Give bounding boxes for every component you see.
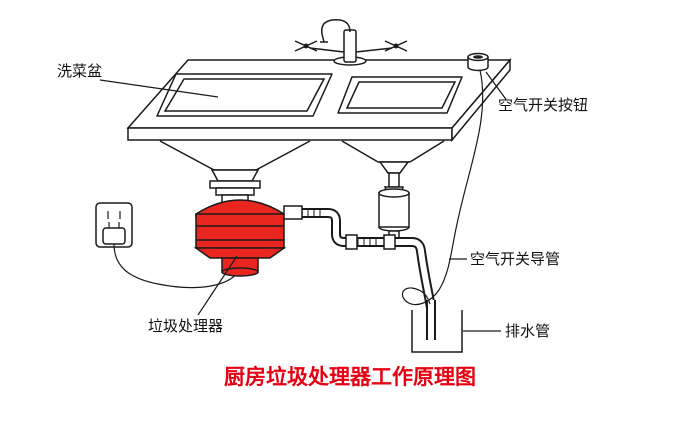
garbage-disposer: [193, 199, 303, 277]
trap-body: [378, 192, 410, 228]
disposer-body: [195, 213, 285, 249]
left-sink-bowl: [159, 140, 311, 204]
disposer-outlet: [283, 205, 303, 220]
air-button-cap: [473, 55, 483, 59]
disposer-flange: [210, 169, 260, 182]
faucet: [294, 19, 408, 66]
trap-top: [378, 188, 410, 198]
leader-lines: [99, 71, 506, 332]
label-disposer: 垃圾处理器: [148, 318, 223, 335]
faucet-right-arm: [355, 47, 393, 53]
power-cord: [113, 243, 239, 289]
left-sink-inner: [163, 78, 326, 112]
disposer-mount-ring-2: [215, 187, 255, 196]
right-tailpipe: [388, 172, 400, 188]
pipe-clamp-trap: [383, 234, 396, 250]
label-air-switch-conduit: 空气开关导管: [470, 251, 560, 268]
faucet-column: [343, 29, 357, 63]
pipe-clamp-tee: [345, 234, 358, 250]
disposer-skirt: [193, 247, 287, 259]
power-outlet: [95, 202, 133, 248]
leader-disposer: [197, 255, 238, 316]
countertop-right-edge: [451, 57, 511, 143]
label-sink: 洗菜盆: [57, 63, 102, 80]
waste-pipe: [302, 208, 436, 309]
leader-sink: [99, 79, 219, 98]
right-sink-opening: [337, 76, 463, 114]
countertop-front-edge: [127, 127, 453, 141]
disposer-bottom: [221, 267, 259, 277]
power-plug: [102, 227, 126, 245]
faucet-right-handle-icon: [384, 40, 408, 52]
diagram-title: 厨房垃圾处理器工作原理图: [224, 365, 476, 389]
label-drain-pipe: 排水管: [505, 323, 550, 340]
air-switch-button-device: [467, 52, 489, 72]
faucet-spout: [320, 19, 351, 43]
right-sink-inner: [345, 81, 457, 109]
right-drain-funnel: [378, 161, 410, 174]
left-sink-opening: [156, 73, 333, 117]
floor-drain-box: [411, 310, 463, 353]
waste-pipe-inner: [302, 210, 434, 309]
faucet-left-arm: [309, 47, 345, 53]
pipes: [302, 208, 436, 340]
air-switch-conduit-tube: [401, 69, 484, 306]
label-air-switch-button: 空气开关按钮: [498, 97, 588, 114]
disposer-mount-ring-1: [209, 180, 261, 189]
leader-air-button: [485, 71, 506, 99]
faucet-left-handle-icon: [294, 40, 318, 52]
right-sink-bowl: [341, 140, 445, 188]
